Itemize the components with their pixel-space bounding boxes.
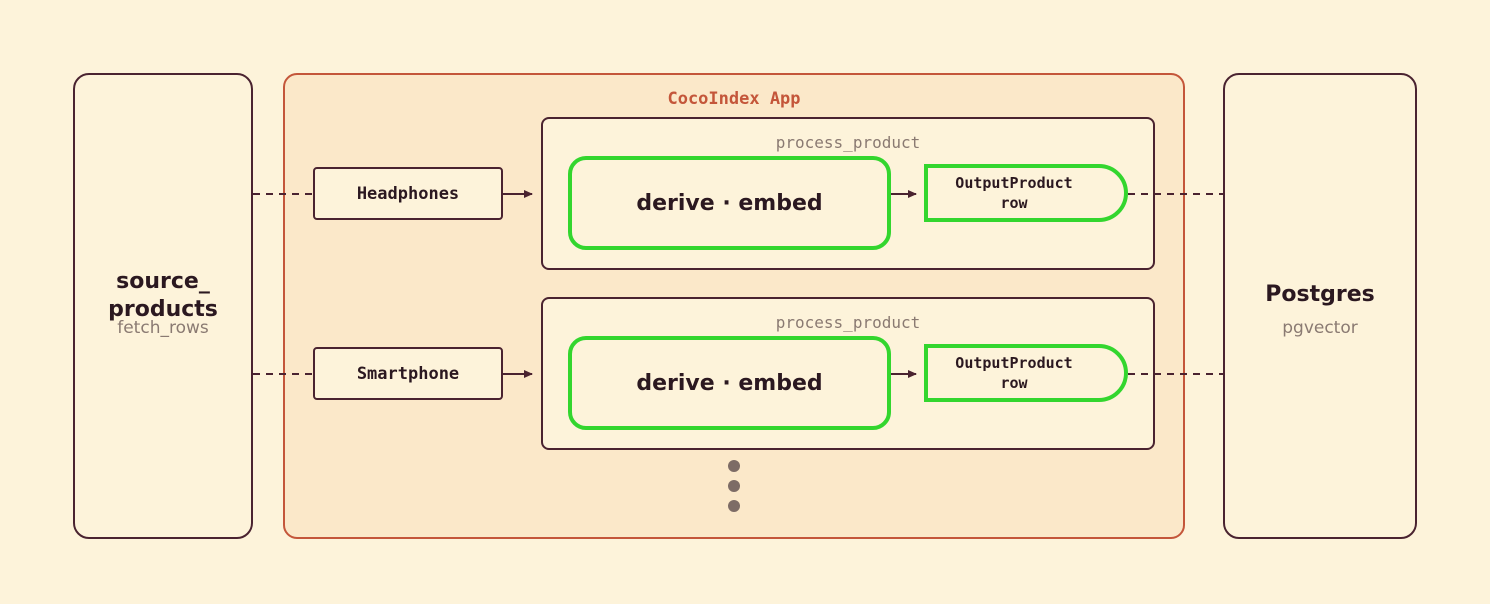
derive-embed-step-1: derive · embed bbox=[568, 156, 891, 250]
target-node bbox=[1223, 73, 1417, 539]
source-title: source_ products bbox=[73, 268, 253, 324]
output-node-2: OutputProduct row bbox=[924, 344, 1128, 402]
source-node bbox=[73, 73, 253, 539]
source-subtitle: fetch_rows bbox=[117, 318, 209, 338]
target-subtitle: pgvector bbox=[1282, 318, 1358, 338]
step-label: derive · embed bbox=[636, 370, 823, 396]
app-title: CocoIndex App bbox=[667, 89, 801, 109]
output-label-line2: row bbox=[1000, 374, 1028, 392]
ellipsis-dot bbox=[728, 500, 740, 512]
derive-embed-step-2: derive · embed bbox=[568, 336, 891, 430]
item-node-headphones: Headphones bbox=[313, 167, 503, 220]
ellipsis-dot bbox=[728, 480, 740, 492]
source-title-line2: products bbox=[108, 297, 218, 322]
target-title: Postgres bbox=[1265, 282, 1375, 307]
item-label: Headphones bbox=[356, 183, 460, 204]
output-label-line1: OutputProduct bbox=[955, 174, 1073, 192]
output-label-line1: OutputProduct bbox=[955, 354, 1073, 372]
process-title-2: process_product bbox=[775, 313, 921, 332]
step-label: derive · embed bbox=[636, 190, 823, 216]
output-node-1: OutputProduct row bbox=[924, 164, 1128, 222]
item-node-smartphone: Smartphone bbox=[313, 347, 503, 400]
item-label: Smartphone bbox=[356, 363, 460, 384]
source-title-line1: source_ bbox=[116, 269, 210, 294]
ellipsis-dot bbox=[728, 460, 740, 472]
output-label-line2: row bbox=[1000, 194, 1028, 212]
process-title-1: process_product bbox=[775, 133, 921, 152]
